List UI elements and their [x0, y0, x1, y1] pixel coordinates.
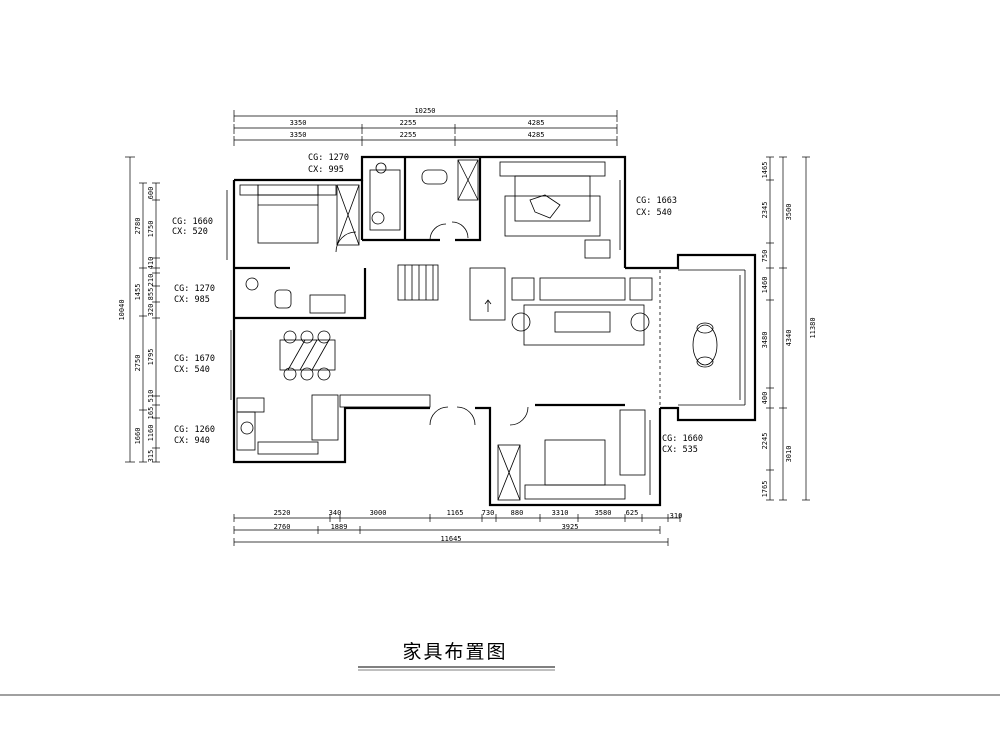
room-label-cg: CG: 1260	[174, 425, 215, 435]
drawing-title: 家具布置图	[402, 641, 507, 663]
dim-bottom-r1-3: 3000	[370, 509, 387, 517]
room-label-cg: CG: 1270	[308, 153, 349, 163]
room-label-cx: CX: 995	[308, 165, 344, 175]
dim-right-i8: 1765	[761, 481, 769, 498]
left-dimensions: 10040 2780 1455 2750 1660 600 1750 410 2…	[118, 156, 160, 463]
room-label-cg: CG: 1660	[172, 217, 213, 227]
dim-bottom-r1-8: 3580	[595, 509, 612, 517]
room-label-cx: CX: 540	[636, 208, 672, 218]
dim-left-i9: 165	[147, 407, 155, 420]
room-labels: CG: 1660 CX: 520 CG: 1270 CX: 995 CG: 16…	[172, 153, 703, 455]
dim-top-r2-c: 4285	[528, 131, 545, 139]
dim-right-i7: 2245	[761, 433, 769, 450]
dim-bottom-r2-3: 3925	[562, 523, 579, 531]
dim-right-i6: 400	[761, 392, 769, 405]
dim-left-o4: 1660	[134, 428, 142, 445]
dim-right-i3: 750	[761, 250, 769, 263]
dim-top-r1-a: 3350	[290, 119, 307, 127]
dim-left-i6: 320	[147, 304, 155, 317]
dim-left-i4: 210	[147, 274, 155, 287]
room-label-cg: CG: 1670	[174, 354, 215, 364]
dim-right-i4: 1460	[761, 277, 769, 294]
dim-bottom-r1-6: 880	[511, 509, 524, 517]
dim-bottom-r1-10: 310	[670, 512, 683, 520]
room-label-cx: CX: 940	[174, 436, 210, 446]
dim-top-r2-a: 3350	[290, 131, 307, 139]
dim-left-i11: 315	[147, 450, 155, 463]
dim-top-r1-c: 4285	[528, 119, 545, 127]
room-label-cx: CX: 535	[662, 445, 698, 455]
dim-left-overall: 10040	[118, 299, 126, 320]
dim-left-i5: 855	[147, 288, 155, 301]
dim-right-overall: 11380	[809, 317, 817, 338]
dim-top-r2-b: 2255	[400, 131, 417, 139]
dim-right-o3: 3010	[785, 446, 793, 463]
dim-bottom-r1-1: 2520	[274, 509, 291, 517]
dim-left-i8: 510	[147, 390, 155, 403]
dim-bottom-r1-5: 730	[482, 509, 495, 517]
room-label-cg: CG: 1660	[662, 434, 703, 444]
dim-bottom-r1-7: 3310	[552, 509, 569, 517]
dim-top-r1-b: 2255	[400, 119, 417, 127]
room-label-cx: CX: 520	[172, 227, 208, 237]
dim-bottom-r2-1: 2760	[274, 523, 291, 531]
dim-right-i5: 3480	[761, 332, 769, 349]
dim-left-o1: 2780	[134, 218, 142, 235]
dim-right-i1: 1465	[761, 162, 769, 179]
dim-bottom-r1-4: 1165	[447, 509, 464, 517]
furniture	[236, 159, 718, 501]
dim-bottom-r2-2: 1889	[331, 523, 348, 531]
room-label-cx: CX: 540	[174, 365, 210, 375]
top-dimensions: 10250 3350 2255 4285 3350 2255 4285	[233, 107, 618, 146]
room-label-cx: CX: 985	[174, 295, 210, 305]
dim-left-i7: 1795	[147, 349, 155, 366]
right-dimensions: 1465 2345 750 1460 3480 400 2245 1765 35…	[761, 156, 817, 501]
dim-bottom-overall: 11645	[440, 535, 461, 543]
dim-left-i1: 600	[147, 187, 155, 200]
dim-right-i2: 2345	[761, 202, 769, 219]
dim-bottom-r1-9: 625	[626, 509, 639, 517]
dim-right-o1: 3500	[785, 204, 793, 221]
dim-left-o3: 2750	[134, 355, 142, 372]
dim-top-overall: 10250	[414, 107, 435, 115]
dim-left-i2: 1750	[147, 221, 155, 238]
dim-left-i3: 410	[147, 257, 155, 270]
room-label-cg: CG: 1663	[636, 196, 677, 206]
dim-left-i10: 1160	[147, 425, 155, 442]
room-label-cg: CG: 1270	[174, 284, 215, 294]
walls	[226, 155, 757, 507]
dim-bottom-r1-2: 340	[329, 509, 342, 517]
dim-right-o2: 4340	[785, 330, 793, 347]
dim-left-o2: 1455	[134, 284, 142, 301]
bottom-dimensions: 2520 340 3000 1165 730 880 3310 3580 625…	[233, 509, 683, 546]
